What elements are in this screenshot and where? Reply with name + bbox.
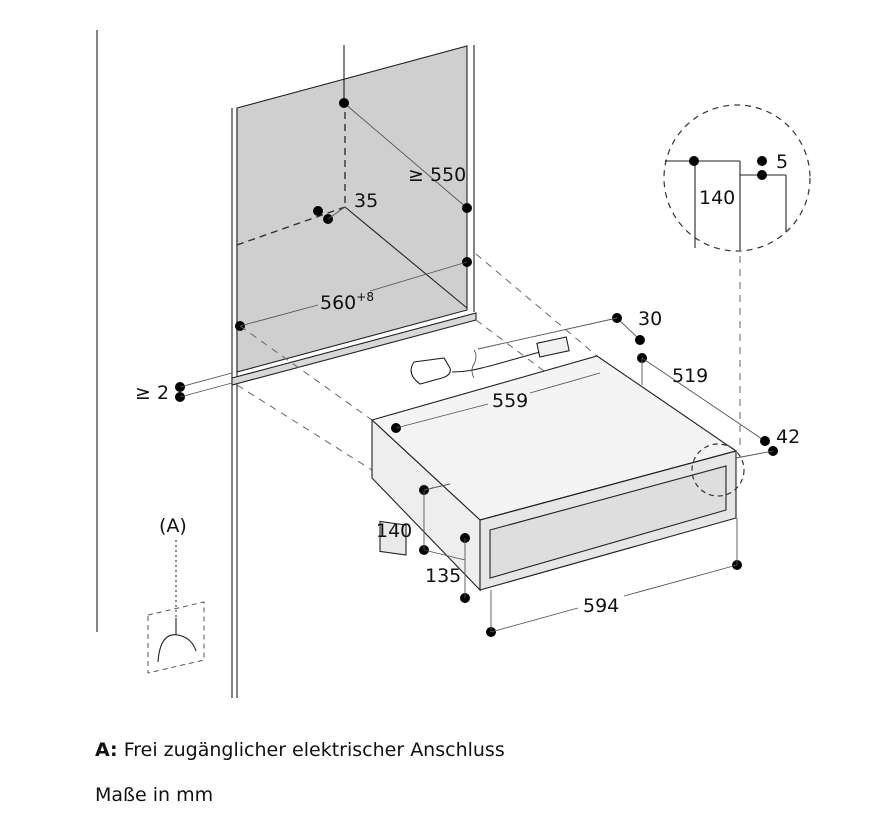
offset-42-dot-a [760, 436, 770, 446]
connection-marker-label: (A) [159, 515, 187, 537]
width-594-label: 594 [583, 595, 619, 617]
width-560-line-a [239, 304, 319, 327]
width-559-line-b [529, 372, 601, 394]
depth-550-label: ≥ 550 [408, 164, 466, 186]
detail-callout-small [691, 443, 745, 497]
height-140-ext [423, 483, 451, 491]
gap-2-line-a [179, 372, 233, 388]
depth-30-line [616, 317, 641, 341]
gap-2-line-b [179, 382, 233, 398]
width-559-line-a [395, 403, 489, 429]
cable-connector-icon [536, 336, 570, 358]
legend-key: A: [95, 739, 118, 761]
height-135-label: 135 [425, 565, 461, 587]
appliance-top-edge [479, 450, 737, 521]
connection-box [147, 601, 205, 674]
appliance-front-inner [489, 465, 727, 579]
niche-solid-depth [344, 206, 468, 309]
projection-dash-3 [475, 253, 598, 357]
legend-text: Frei zugänglicher elektrischer Anschluss [123, 739, 505, 761]
niche-back-panel [236, 45, 468, 373]
legend-connection: A: Frei zugänglicher elektrischer Anschl… [95, 741, 505, 760]
offset-42-line [735, 450, 774, 459]
width-594-line-b [623, 564, 738, 597]
depth-30-label: 30 [638, 308, 662, 330]
detail-dot-a [689, 156, 699, 166]
depth-35-dot-a [313, 206, 323, 216]
depth-30-dot-b [635, 335, 645, 345]
height-135-ext [423, 549, 466, 561]
depth-30-ext [477, 317, 618, 350]
projection-dash-4 [475, 319, 561, 384]
depth-550-dot-a [339, 98, 349, 108]
width-594-line-a [490, 607, 579, 633]
side-connector [379, 520, 407, 556]
width-560-label: 560+8 [320, 290, 374, 314]
detail-dot-c [757, 170, 767, 180]
detail-5-label: 5 [776, 151, 788, 173]
cable-break-mark [471, 349, 477, 379]
detail-140-label: 140 [699, 187, 735, 209]
depth-35-label: 35 [354, 190, 378, 212]
depth-519-line [641, 357, 766, 442]
projection-dash-2 [239, 325, 373, 421]
depth-550-dot-b [462, 203, 472, 213]
projection-dash-1 [236, 384, 373, 471]
power-plug-icon [410, 357, 451, 385]
width-560-line-b [369, 261, 468, 292]
power-cable [451, 351, 541, 373]
legend-units: Maße in mm [95, 784, 214, 806]
gap-2-label: ≥ 2 [135, 382, 169, 404]
height-140-label: 140 [376, 520, 412, 542]
detail-dot-b [757, 156, 767, 166]
offset-42-label: 42 [776, 426, 800, 448]
depth-519-label: 519 [672, 365, 708, 387]
socket-icon [157, 618, 197, 663]
detail-callout-large [663, 104, 811, 252]
depth-550-line [343, 102, 468, 209]
depth-35-line [327, 206, 346, 220]
width-559-label: 559 [492, 390, 528, 412]
